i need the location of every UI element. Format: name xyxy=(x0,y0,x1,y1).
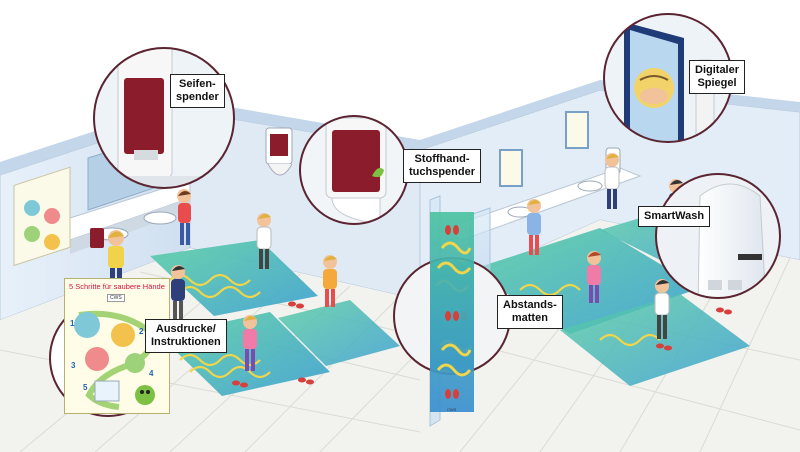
poster-step-1: 1 xyxy=(70,319,75,328)
towel-dispenser-callout-circle xyxy=(299,115,409,225)
callout-abstandsmatten: Abstands- matten xyxy=(497,295,563,329)
callout-stoffhandtuchspender: Stoffhand- tuchspender xyxy=(403,149,482,183)
child-figures-left xyxy=(108,189,337,371)
poster-step-5: 5 xyxy=(83,383,88,392)
poster-title: 5 Schritte für saubere Hände xyxy=(69,282,165,291)
callout-digitaler-spiegel: Digitaler Spiegel xyxy=(689,60,746,94)
poster-brand-logo: CWS xyxy=(107,294,125,302)
child-figures-right xyxy=(527,153,683,339)
poster-step-2: 2 xyxy=(139,327,144,336)
poster-steps-illustration xyxy=(74,310,155,410)
handwash-instruction-poster: 5 Schritte für saubere Hände CWS 1 2 3 4… xyxy=(64,278,170,414)
distance-mat-strip xyxy=(430,212,474,412)
mat-brand-logo: CWS xyxy=(447,407,457,412)
poster-step-3: 3 xyxy=(71,361,76,370)
poster-step-4: 4 xyxy=(149,369,154,378)
callout-seifenspender: Seifen- spender xyxy=(170,74,225,108)
callout-smartwash: SmartWash xyxy=(638,206,711,227)
callout-ausdrucke: Ausdrucke/ Instruktionen xyxy=(145,319,227,353)
smartwash-callout-circle xyxy=(655,173,781,299)
soap-dispenser-callout-circle xyxy=(93,47,235,189)
